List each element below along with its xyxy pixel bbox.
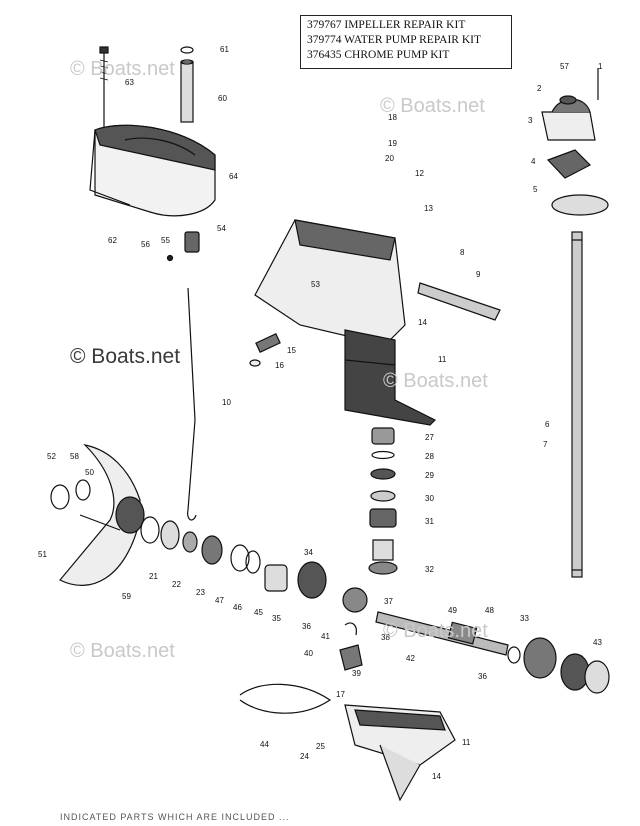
callout-25: 25 <box>316 742 325 751</box>
callout-31: 31 <box>425 517 434 526</box>
callout-15: 15 <box>287 346 296 355</box>
callout-6: 6 <box>545 420 550 429</box>
callout-62: 62 <box>108 236 117 245</box>
callout-1: 1 <box>598 62 603 71</box>
callout-56: 56 <box>141 240 150 249</box>
callout-36-left: 36 <box>302 622 311 631</box>
callout-51: 51 <box>38 550 47 559</box>
callout-7: 7 <box>543 440 548 449</box>
kit-line-impeller: 379767 IMPELLER REPAIR KIT <box>307 19 466 31</box>
callout-10: 10 <box>222 398 231 407</box>
kit-line-chrome-pump: 376435 CHROME PUMP KIT <box>307 49 450 61</box>
midsection-housing <box>254 219 437 426</box>
callout-34: 34 <box>304 548 313 557</box>
callout-5: 5 <box>533 185 538 194</box>
callout-8: 8 <box>460 248 465 257</box>
watermark-faint-2: © Boats.net <box>380 95 485 117</box>
callout-37: 37 <box>384 597 393 606</box>
cable-44 <box>239 683 332 714</box>
callout-12: 12 <box>415 169 424 178</box>
callout-52: 52 <box>47 452 56 461</box>
callout-57: 57 <box>560 62 569 71</box>
callout-59: 59 <box>122 592 131 601</box>
callout-16: 16 <box>275 361 284 370</box>
propeller-59 <box>59 444 145 586</box>
prop-shaft-42 <box>375 611 610 694</box>
callout-14-bottom: 14 <box>432 772 441 781</box>
callout-45: 45 <box>254 608 263 617</box>
adaptor-housing <box>89 124 216 217</box>
kit-list-box: 379767 IMPELLER REPAIR KIT 379774 WATER … <box>300 15 512 69</box>
water-pump-assembly <box>541 68 609 216</box>
spring-15 <box>249 333 281 367</box>
kit-line-water-pump: 379774 WATER PUMP REPAIR KIT <box>307 34 482 46</box>
callout-42: 42 <box>406 654 415 663</box>
callout-33: 33 <box>520 614 529 623</box>
callout-32: 32 <box>425 565 434 574</box>
callout-11-bottom: 11 <box>462 738 471 747</box>
water-tube-9 <box>417 282 501 321</box>
callout-49: 49 <box>448 606 457 615</box>
callout-41: 41 <box>321 632 330 641</box>
callout-46: 46 <box>233 603 242 612</box>
shift-rod-10 <box>187 287 197 521</box>
callout-2: 2 <box>537 84 542 93</box>
callout-35: 35 <box>272 614 281 623</box>
callout-61: 61 <box>220 45 229 54</box>
callout-23: 23 <box>196 588 205 597</box>
callout-17: 17 <box>336 690 345 699</box>
callout-11-top: 11 <box>438 355 447 364</box>
watermark-main: © Boats.net <box>70 345 181 368</box>
callout-21: 21 <box>149 572 158 581</box>
callout-47: 47 <box>215 596 224 605</box>
callout-27: 27 <box>425 433 434 442</box>
callout-28: 28 <box>425 452 434 461</box>
watermark-faint-5: © Boats.net <box>383 620 488 642</box>
callout-50: 50 <box>85 468 94 477</box>
callout-20: 20 <box>385 154 394 163</box>
callout-38: 38 <box>381 633 390 642</box>
washers-row <box>50 479 368 613</box>
callout-14-top: 14 <box>418 318 427 327</box>
callout-19: 19 <box>388 139 397 148</box>
callout-55: 55 <box>161 236 170 245</box>
callout-53: 53 <box>311 280 320 289</box>
shift-lever-39 <box>339 622 363 671</box>
gearcase-lower-11 <box>344 704 456 802</box>
callout-4: 4 <box>531 157 536 166</box>
callout-13: 13 <box>424 204 433 213</box>
callout-64: 64 <box>229 172 238 181</box>
callout-36-right: 36 <box>478 672 487 681</box>
callout-22: 22 <box>172 580 181 589</box>
callout-40: 40 <box>304 649 313 658</box>
callout-60: 60 <box>218 94 227 103</box>
watermark-faint-3: © Boats.net <box>383 370 488 392</box>
callout-3: 3 <box>528 116 533 125</box>
callout-44: 44 <box>260 740 269 749</box>
callout-18: 18 <box>388 113 397 122</box>
callout-48: 48 <box>485 606 494 615</box>
tube-60 <box>180 46 194 123</box>
callout-63: 63 <box>125 78 134 87</box>
callout-9: 9 <box>476 270 481 279</box>
callout-39: 39 <box>352 669 361 678</box>
callout-24: 24 <box>300 752 309 761</box>
callout-43: 43 <box>593 638 602 647</box>
callout-54: 54 <box>217 224 226 233</box>
callout-29: 29 <box>425 471 434 480</box>
connector-54 <box>166 231 200 262</box>
callout-30: 30 <box>425 494 434 503</box>
watermark-faint-4: © Boats.net <box>70 640 175 662</box>
driveshaft-6 <box>571 231 583 578</box>
bearing-stack <box>368 427 398 575</box>
footer-note: INDICATED PARTS WHICH ARE INCLUDED ... <box>60 812 290 822</box>
callout-58: 58 <box>70 452 79 461</box>
watermark-faint-1: © Boats.net <box>70 58 175 80</box>
bolt-63 <box>99 46 109 128</box>
